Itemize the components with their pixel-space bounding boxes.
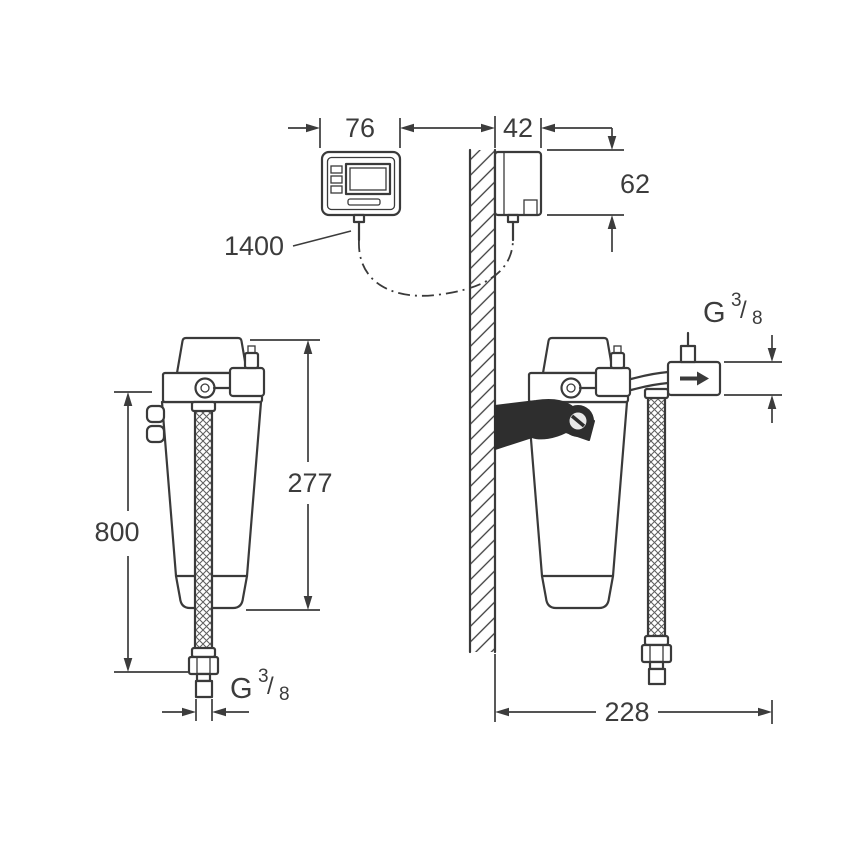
dim-label-42: 42 <box>503 113 533 143</box>
wall-section <box>468 148 497 654</box>
dimension-hose-length <box>114 391 188 673</box>
hose-right <box>640 387 673 686</box>
braided-hose <box>648 396 665 636</box>
control-unit-front-view <box>320 150 402 242</box>
connection-cable <box>358 239 514 297</box>
dimension-thread-bottom <box>162 699 249 721</box>
braided-hose <box>195 402 212 648</box>
dimension-control-unit-height <box>547 128 624 252</box>
hose-crimp <box>643 387 670 400</box>
mounting-clip <box>145 404 166 424</box>
mounting-bracket <box>494 398 595 450</box>
dimension-control-unit-width <box>288 118 495 148</box>
button-icon <box>330 175 343 184</box>
control-unit-side-view <box>493 150 543 242</box>
inlet-hose-left <box>187 400 220 699</box>
dimension-fitting-height <box>724 335 782 423</box>
filter-body <box>526 400 629 610</box>
cable-length-label: 1400 <box>224 231 284 261</box>
mounting-clip <box>145 424 166 444</box>
hose-nut <box>640 643 673 664</box>
dim-label-76: 76 <box>345 113 375 143</box>
dimension-wall-to-front <box>494 116 612 148</box>
button-icon <box>330 185 343 194</box>
outlet-elbow-fitting <box>629 331 722 397</box>
thread-label-top: G 3 / 8 <box>703 282 763 329</box>
dimension-filter-height <box>246 339 320 611</box>
button-icon <box>330 165 343 174</box>
head-connector <box>594 366 632 398</box>
top-fitting <box>609 351 626 370</box>
hose-crimp <box>190 400 217 413</box>
dimension-wall-clearance <box>494 654 773 724</box>
dim-label-800: 800 <box>94 517 139 547</box>
display-screen <box>344 162 392 196</box>
thread-stem <box>679 344 697 364</box>
thread-stub <box>194 679 214 699</box>
hose-crimp <box>190 646 217 659</box>
dim-label-62: 62 <box>620 169 650 199</box>
top-fitting <box>243 351 260 370</box>
wall-hatching <box>470 150 495 652</box>
hose-nut <box>187 655 220 676</box>
thread-label-bottom: G 3 / 8 <box>230 658 290 705</box>
thread-stub <box>647 667 667 686</box>
filter-cartridge-side-view <box>526 336 632 610</box>
hose-crimp <box>643 634 670 647</box>
vent-slot <box>347 198 381 206</box>
dim-label-228: 228 <box>604 697 649 727</box>
leader-line <box>292 230 352 247</box>
head-connector <box>228 366 266 398</box>
dim-label-277: 277 <box>287 468 332 498</box>
